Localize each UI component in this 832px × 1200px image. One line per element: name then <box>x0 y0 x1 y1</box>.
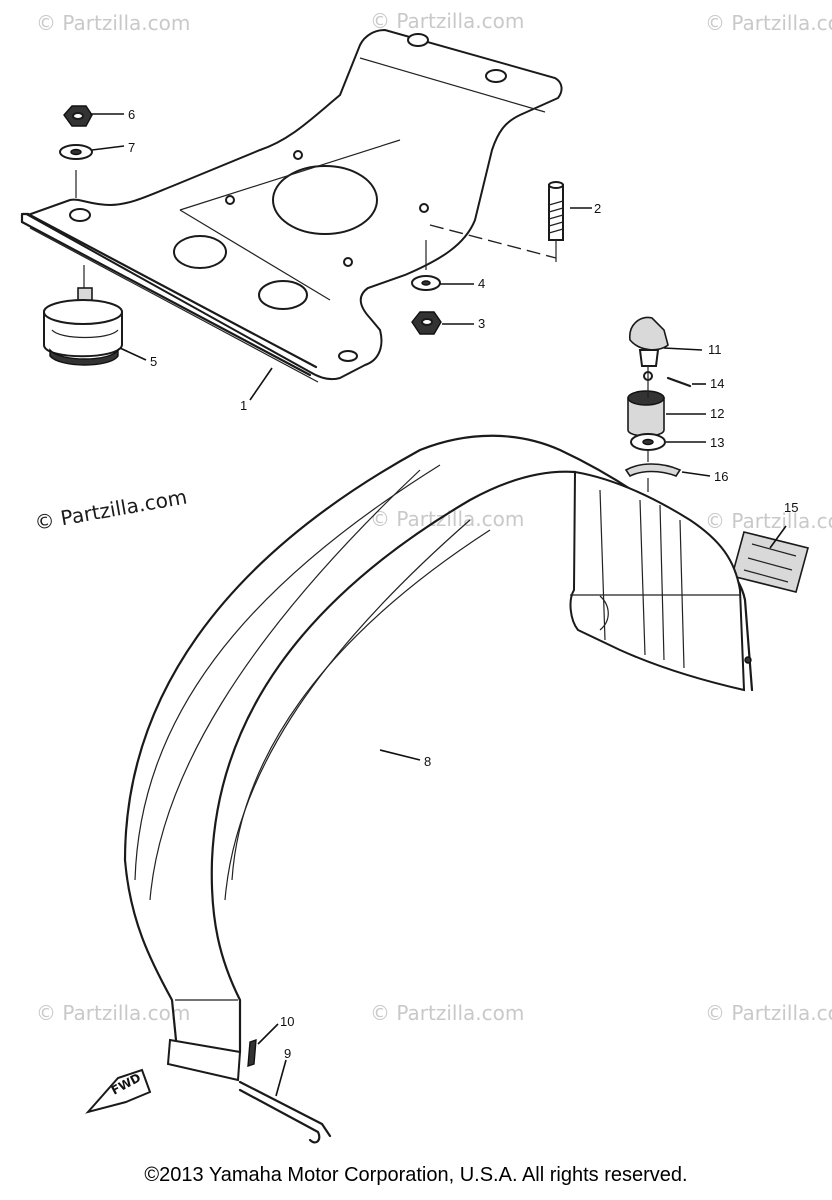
washer-top-left <box>59 144 93 160</box>
bracket-plate <box>20 28 563 383</box>
callout-4: 4 <box>478 276 485 291</box>
callout-10: 10 <box>280 1014 294 1029</box>
washer-center <box>411 275 441 291</box>
rear-fender <box>123 434 754 1082</box>
callout-7: 7 <box>128 140 135 155</box>
nut-top-left <box>63 105 93 127</box>
fwd-arrow: FWD <box>85 1068 152 1114</box>
callout-16: 16 <box>714 469 728 484</box>
reflector-label <box>731 531 809 593</box>
stay-rod <box>238 1080 332 1144</box>
watermark: © Partzilla.com <box>370 9 524 33</box>
small-clip <box>247 1039 257 1067</box>
callout-15: 15 <box>784 500 798 515</box>
watermark: © Partzilla.com <box>370 1001 524 1025</box>
alignment-line <box>429 224 557 259</box>
watermark: © Partzilla.com <box>36 11 190 35</box>
watermark: © Partzilla.com <box>370 507 524 531</box>
rubber-mount <box>43 265 123 366</box>
callout-1: 1 <box>240 398 247 413</box>
callout-13: 13 <box>710 435 724 450</box>
callout-5: 5 <box>150 354 157 369</box>
callout-14: 14 <box>710 376 724 391</box>
stud-bolt <box>548 181 564 241</box>
watermark: © Partzilla.com <box>705 509 832 533</box>
copyright-notice: ©2013 Yamaha Motor Corporation, U.S.A. A… <box>144 1164 688 1186</box>
callout-11: 11 <box>708 342 722 357</box>
callout-2: 2 <box>594 201 601 216</box>
nut-center <box>411 311 442 335</box>
callout-9: 9 <box>284 1046 291 1061</box>
clip-plate <box>624 463 682 478</box>
callout-6: 6 <box>128 107 135 122</box>
watermark: © Partzilla.com <box>705 1001 832 1025</box>
grommet-top <box>629 316 669 367</box>
pin <box>643 371 692 388</box>
callout-12: 12 <box>710 406 724 421</box>
collar <box>627 390 665 437</box>
watermark: © Partzilla.com <box>705 11 832 35</box>
callout-3: 3 <box>478 316 485 331</box>
watermark: © Partzilla.com <box>36 1001 190 1025</box>
washer-right <box>630 433 666 451</box>
watermark-main: © Partzilla.com <box>33 484 189 534</box>
leader-lines <box>90 113 787 1097</box>
callouts: 6 7 2 4 3 5 1 11 14 12 13 16 15 8 10 9 <box>128 107 798 1061</box>
callout-8: 8 <box>424 754 431 769</box>
